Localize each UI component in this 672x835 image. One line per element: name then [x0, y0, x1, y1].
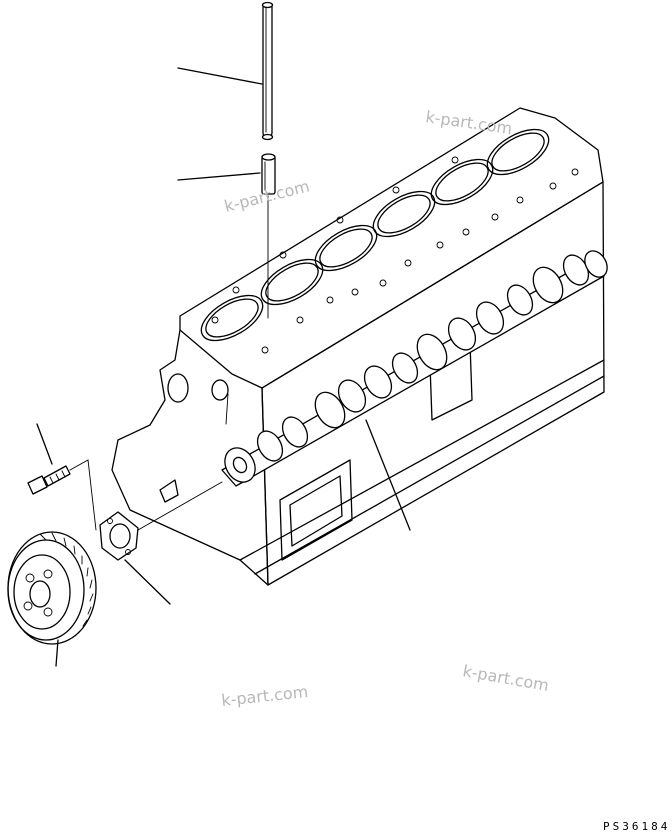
- watermark-1: k-part.com: [424, 107, 513, 138]
- deck-bolt-holes: [211, 156, 579, 354]
- cylinder-block: [111, 107, 605, 586]
- drawing-code: PS36184: [603, 820, 670, 833]
- bolt: [27, 465, 71, 495]
- tappet: [261, 153, 276, 319]
- leader-line-camshaft: [365, 419, 411, 531]
- cam-gear: [7, 531, 97, 645]
- leader-line-push-rod: [177, 67, 263, 85]
- leader-line-cam-gear: [55, 639, 59, 667]
- leader-line-bolt: [36, 423, 53, 465]
- leader-line-tappet: [177, 172, 261, 181]
- push-rod: [261, 1, 274, 141]
- gear-teeth: [39, 532, 94, 643]
- leader-line-thrust-plate: [124, 559, 171, 605]
- thrust-plate: [99, 511, 139, 561]
- watermark-3: k-part.com: [220, 682, 309, 710]
- watermark-4: k-part.com: [461, 661, 550, 695]
- camshaft: [221, 250, 608, 487]
- assembly-centerline: [137, 481, 223, 531]
- bolt-assembly-path: [69, 459, 97, 531]
- cylinder-bores: [200, 128, 550, 342]
